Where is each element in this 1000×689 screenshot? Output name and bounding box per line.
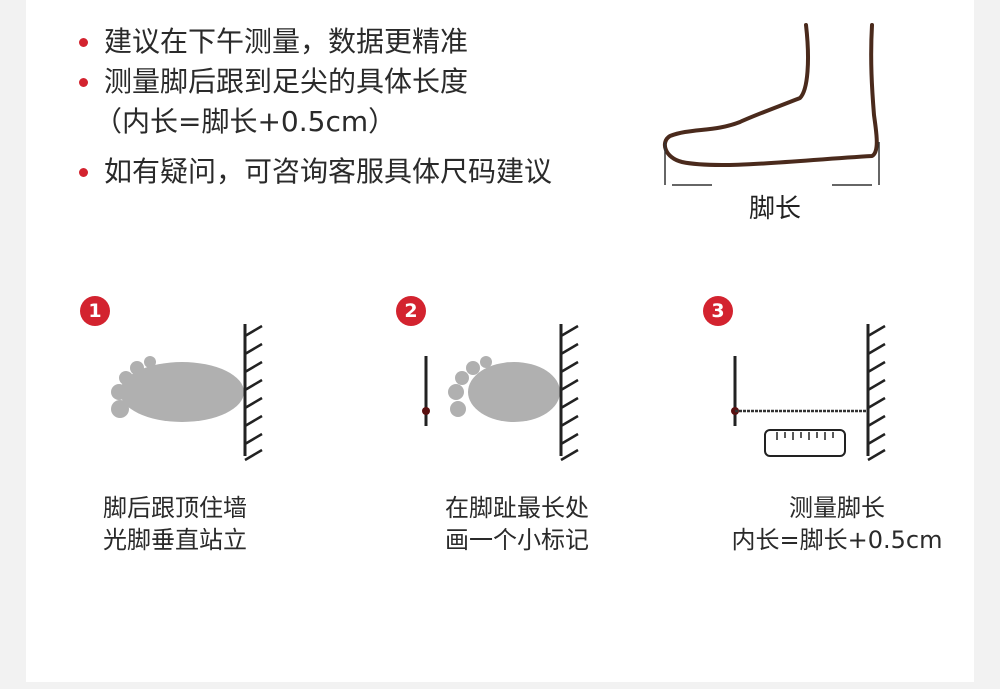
step-caption: 在脚趾最长处 画一个小标记: [342, 492, 692, 556]
tip-text: 如有疑问，可咨询客服具体尺码建议: [104, 155, 553, 188]
bullet-dot: [79, 78, 88, 87]
step-caption: 测量脚长 内长=脚长+0.5cm: [662, 492, 1000, 556]
step-number-badge: 3: [703, 296, 733, 326]
step-number-badge: 1: [80, 296, 110, 326]
step-1: 1 脚后跟顶住墙 光脚垂直站立: [80, 296, 350, 566]
caption-line: 脚后跟顶住墙: [103, 494, 247, 522]
caption-line: 在脚趾最长处: [445, 494, 589, 522]
tip-item: 建议在下午测量，数据更精准: [78, 22, 552, 62]
caption-line: 内长=脚长+0.5cm: [731, 526, 943, 554]
foot-outline-icon: [662, 23, 880, 186]
bullet-dot: [79, 38, 88, 47]
tip-text: 建议在下午测量，数据更精准: [104, 25, 469, 58]
measurement-tips-list: 建议在下午测量，数据更精准 测量脚后跟到足尖的具体长度 （内长=脚长+0.5cm…: [78, 22, 552, 192]
caption-line: 测量脚长: [789, 494, 885, 522]
caption-line: 光脚垂直站立: [103, 526, 247, 554]
tip-item: 如有疑问，可咨询客服具体尺码建议: [78, 152, 552, 192]
tip-text: 测量脚后跟到足尖的具体长度: [104, 65, 469, 98]
tip-item: 测量脚后跟到足尖的具体长度 （内长=脚长+0.5cm）: [78, 62, 552, 142]
caption-line: 画一个小标记: [445, 526, 589, 554]
foot-side-diagram: 脚长: [660, 20, 890, 224]
footprint-mark-toe-icon: [422, 324, 579, 462]
step-caption: 脚后跟顶住墙 光脚垂直站立: [0, 492, 350, 556]
ruler-measure-icon: [731, 324, 886, 462]
content-card: [26, 0, 974, 682]
foot-length-label: 脚长: [748, 194, 801, 224]
bullet-dot: [79, 168, 88, 177]
step-number-badge: 2: [396, 296, 426, 326]
footprint-against-wall-icon: [111, 324, 263, 462]
tip-subtext: （内长=脚长+0.5cm）: [94, 105, 397, 138]
step-3: 3 测量脚长 内长=脚长+0.5cm: [703, 296, 973, 566]
step-2: 2 在脚趾最长处 画一个小标记: [396, 296, 666, 566]
